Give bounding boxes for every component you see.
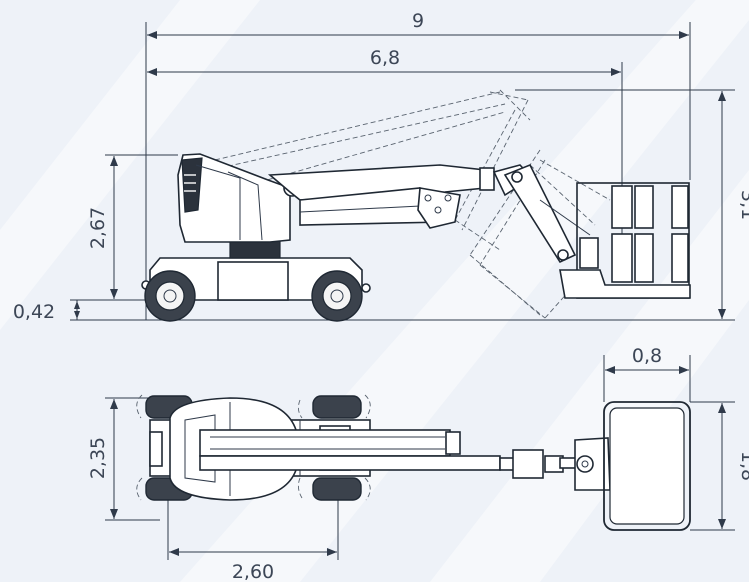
dim-overall-width: 2,35 [87, 399, 118, 519]
ground-clearance-label: 0,42 [13, 301, 55, 323]
jib-arm [503, 163, 591, 264]
top-platform [603, 401, 691, 531]
dim-platform-height: 3,1 [718, 91, 749, 319]
overall-length-label: 9 [412, 10, 424, 32]
dim-ground-clearance: 0,42 [13, 300, 80, 323]
platform-basket-side [559, 182, 691, 299]
outreach-label: 6,8 [370, 47, 400, 69]
dim-wheelbase: 2,60 [169, 548, 337, 582]
dim-overall-length: 9 [147, 10, 689, 39]
turret [177, 153, 301, 243]
stowed-height-label: 2,67 [87, 207, 109, 249]
dim-outreach: 6,8 [147, 47, 621, 76]
overall-width-label: 2,35 [87, 437, 109, 479]
rear-wheel [144, 270, 196, 322]
wheelbase-label: 2,60 [232, 561, 274, 582]
platform-width-label: 0,8 [632, 345, 662, 367]
dim-stowed-height: 2,67 [87, 156, 118, 299]
boom-stowed [267, 164, 534, 229]
top-view: 0,8 2,35 2,60 1,8 [87, 345, 749, 582]
side-view: 9 6,8 2,67 0,42 3,1 [13, 10, 749, 323]
front-wheel [311, 270, 363, 322]
platform-length-label: 1,8 [737, 451, 749, 481]
top-wheels [136, 394, 371, 501]
dim-platform-width: 0,8 [605, 345, 689, 374]
top-boom [199, 429, 581, 479]
platform-height-label: 3,1 [737, 190, 749, 220]
dim-platform-length: 1,8 [718, 403, 749, 529]
